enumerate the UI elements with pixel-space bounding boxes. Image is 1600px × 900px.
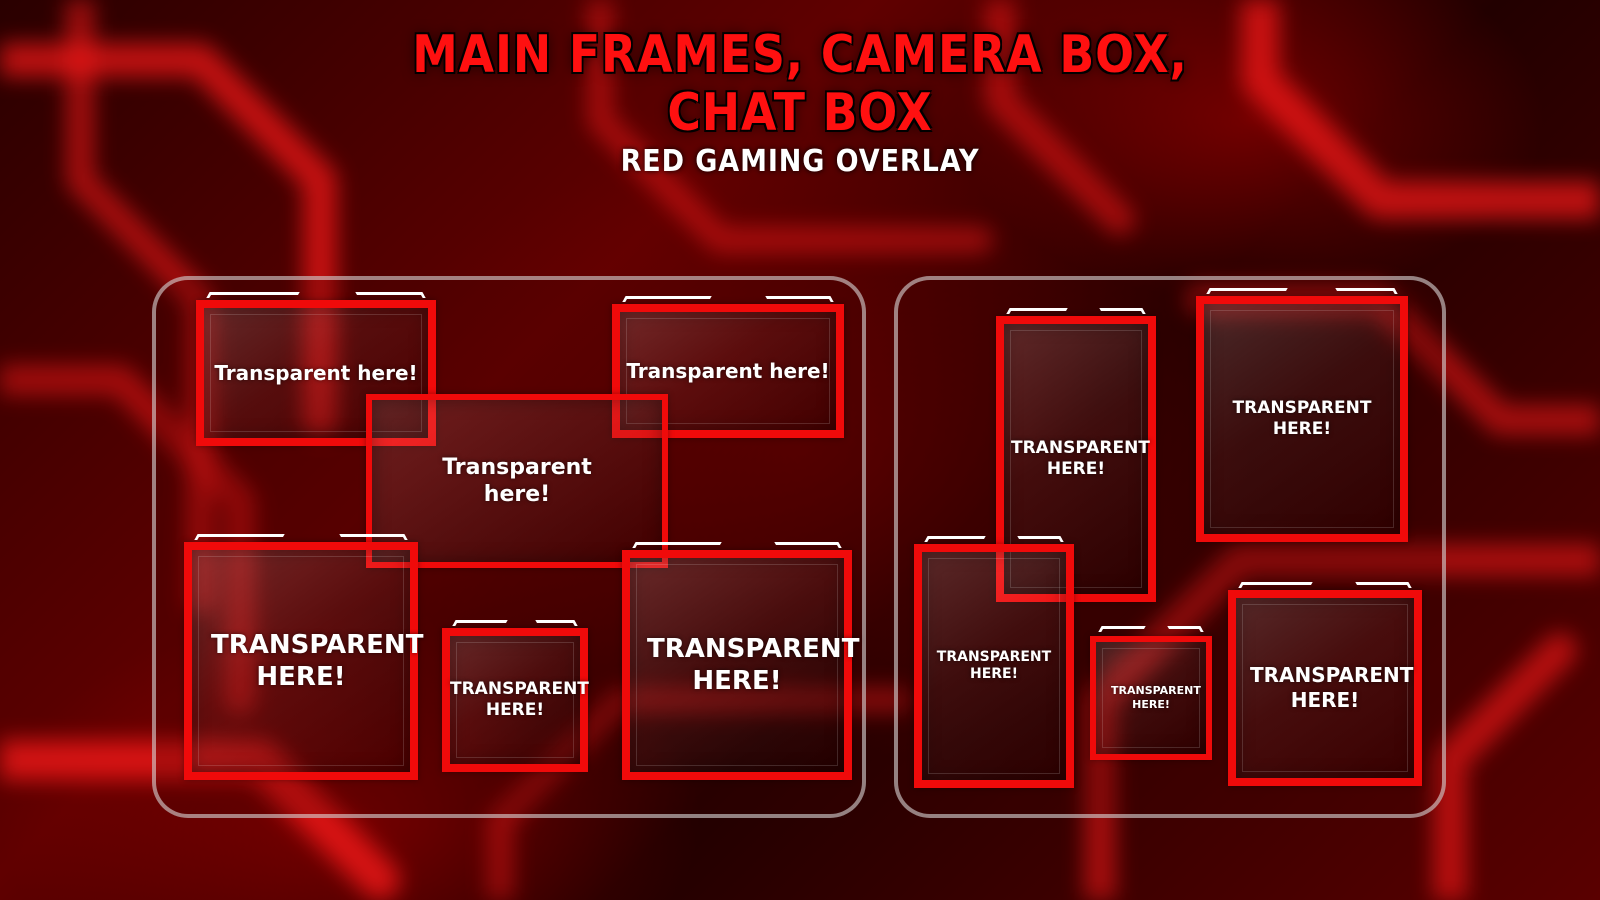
frame-vertical-bottom-right: TRANSPARENT HERE! [1228,582,1422,786]
frame-tab-decoration [206,292,300,298]
frame-vertical-top-right: TRANSPARENT HERE! [1196,288,1408,542]
frame-label: TRANSPARENT HERE! [1250,663,1414,712]
frame-center-overlap: Transparent here! [366,394,668,568]
frame-label: TRANSPARENT HERE! [1232,397,1372,439]
frame-label: TRANSPARENT HERE! [1011,437,1150,479]
frame-label: TRANSPARENT HERE! [211,629,424,693]
frame-label: Transparent here! [626,358,830,383]
frame-tab-decoration [1098,626,1146,632]
frame-tab-decoration [1099,308,1146,314]
frame-tab-decoration [1167,626,1204,632]
frame-right-top-small: Transparent here! [612,296,844,438]
frame-tab-decoration [535,620,578,626]
frame-camera-small: TRANSPARENT HERE! [442,620,589,772]
frame-tab-decoration [1017,536,1064,542]
frame-tab-decoration [774,542,842,548]
frame-label: Transparent here! [442,454,592,508]
frame-tab-decoration [452,620,508,626]
page-title-line2: CHAT BOX [667,83,933,143]
frame-tab-decoration [1354,582,1412,588]
frame-tab-decoration [1335,288,1398,294]
frame-label: TRANSPARENT HERE! [1111,684,1201,711]
frame-tab-decoration [338,534,408,540]
frame-label: Transparent here! [214,360,418,385]
frame-tab-decoration [1006,308,1068,314]
frame-tab-decoration [765,296,834,302]
frame-tab-decoration [355,292,426,298]
frame-label: TRANSPARENT HERE! [450,678,589,720]
frame-vertical-bottom-left: TRANSPARENT HERE! [914,536,1074,788]
frame-tab-decoration [194,534,285,540]
page-subtitle: RED GAMING OVERLAY [620,144,980,179]
page-title-line1: MAIN FRAMES, CAMERA BOX, [412,25,1188,85]
frame-tab-decoration [1238,582,1313,588]
frame-camera-large: TRANSPARENT HERE! [184,534,424,780]
frame-tab-decoration [622,296,713,302]
frame-tab-decoration [1206,288,1289,294]
frame-label: TRANSPARENT HERE! [936,648,1052,683]
frame-vertical-tall: TRANSPARENT HERE! [996,308,1156,602]
frame-camera-tiny: TRANSPARENT HERE! [1090,626,1212,760]
frame-chat-large: TRANSPARENT HERE! [622,542,860,780]
frame-tab-decoration [632,542,722,548]
frame-tab-decoration [924,536,986,542]
frame-label: TRANSPARENT HERE! [647,633,860,697]
